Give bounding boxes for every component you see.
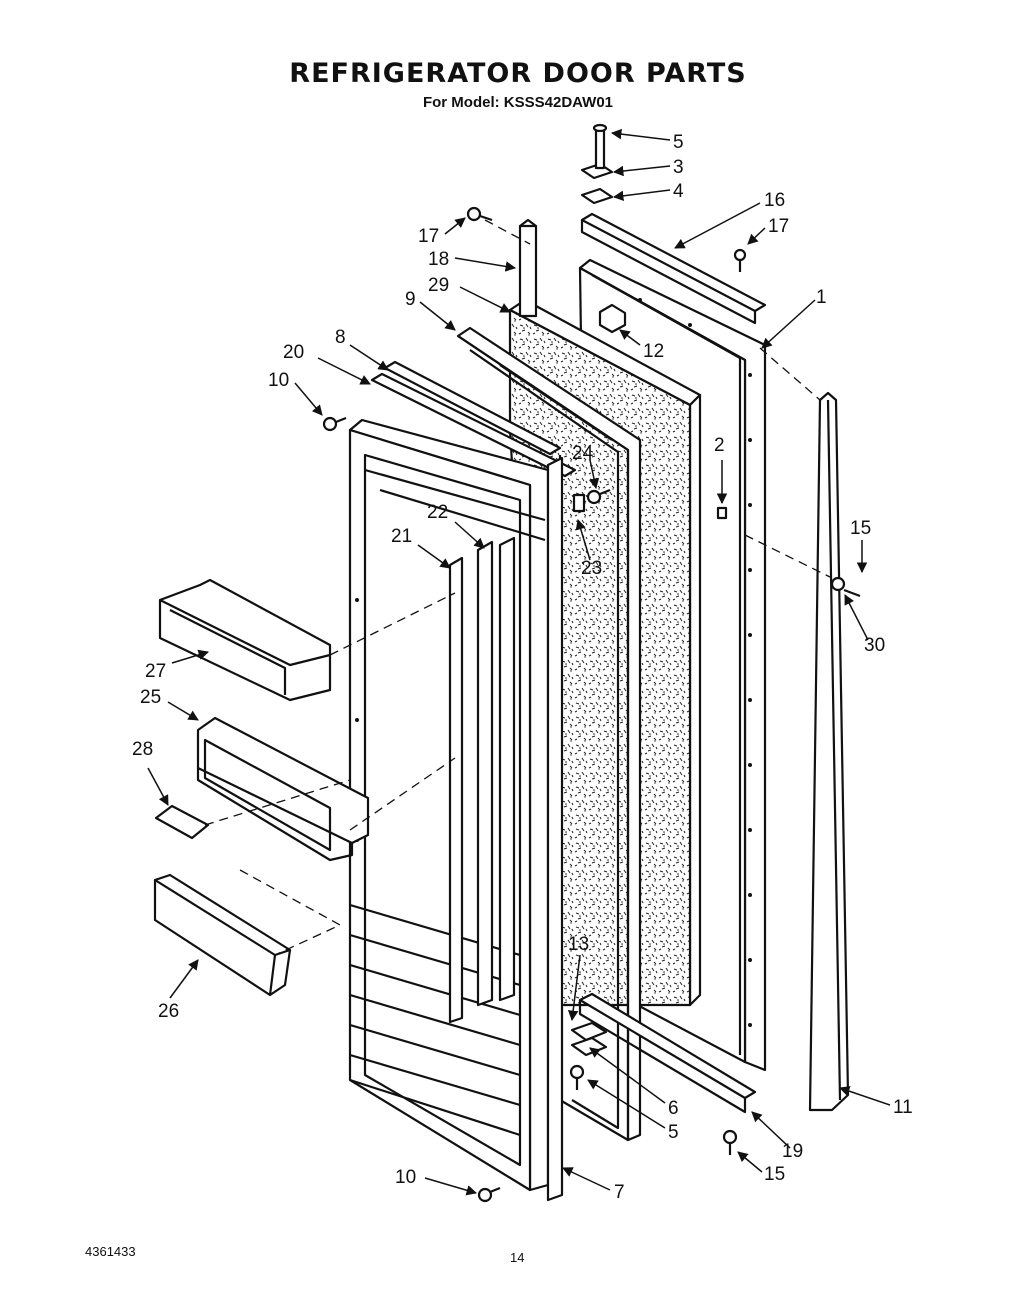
- callout-15-bottom: 15: [764, 1164, 785, 1185]
- bottom-bracket: [578, 992, 757, 1114]
- top-bracket: [580, 212, 767, 325]
- callout-8: 8: [335, 327, 346, 348]
- top-trim: [370, 360, 577, 478]
- callout-24: 24: [572, 443, 594, 464]
- door-shelf: [158, 578, 332, 702]
- alignment-lines: [204, 219, 831, 956]
- callout-19: 19: [782, 1141, 803, 1162]
- screws: [322, 206, 861, 1203]
- side-strip: [546, 456, 564, 1202]
- callout-26: 26: [158, 1001, 179, 1022]
- callout-5-bottom: 5: [668, 1122, 679, 1143]
- latch-block: [598, 303, 627, 334]
- callout-12: 12: [643, 341, 664, 362]
- callout-28: 28: [132, 739, 153, 760]
- page-title: REFRIGERATOR DOOR PARTS: [289, 58, 747, 89]
- callout-7: 7: [614, 1182, 625, 1203]
- callout-21: 21: [391, 526, 412, 547]
- callout-13: 13: [568, 934, 589, 955]
- callout-1: 1: [816, 287, 827, 308]
- dispenser-housing: [196, 716, 370, 862]
- callout-10-top: 10: [268, 370, 289, 391]
- callout-23: 23: [581, 558, 602, 579]
- side-rail: [808, 391, 850, 1112]
- top-hinge: [580, 123, 614, 205]
- callout-17-left: 17: [418, 226, 439, 247]
- callout-9: 9: [405, 289, 416, 310]
- hinge-bar: [518, 218, 538, 318]
- callout-4: 4: [673, 181, 684, 202]
- callout-27: 27: [145, 661, 166, 682]
- small-tray: [154, 804, 210, 840]
- callout-20: 20: [283, 342, 304, 363]
- handle-trim: [153, 873, 292, 997]
- callout-15-right: 15: [850, 518, 871, 539]
- document-number: 4361433: [85, 1244, 136, 1259]
- callout-18: 18: [428, 249, 449, 270]
- callout-5-top: 5: [673, 132, 684, 153]
- callout-10-bottom: 10: [395, 1167, 416, 1188]
- callout-17-right: 17: [768, 216, 789, 237]
- callout-25: 25: [140, 687, 161, 708]
- callout-16: 16: [764, 190, 785, 211]
- side-trims: [448, 536, 516, 1024]
- callout-3: 3: [673, 157, 684, 178]
- lower-hinge: [570, 1021, 608, 1057]
- model-subtitle: For Model: KSSS42DAW01: [422, 94, 614, 111]
- page-number: 14: [510, 1250, 525, 1265]
- callout-6: 6: [668, 1098, 679, 1119]
- callout-2: 2: [714, 435, 725, 456]
- callout-11: 11: [893, 1097, 913, 1118]
- callout-labels: 5 3 4 16 17 17 18 29 9 1 8 20 12 10 2 24…: [132, 132, 913, 1203]
- callout-30: 30: [864, 635, 885, 656]
- callout-29: 29: [428, 275, 449, 296]
- callout-22: 22: [427, 502, 448, 523]
- leader-arrows: [147, 128, 891, 1196]
